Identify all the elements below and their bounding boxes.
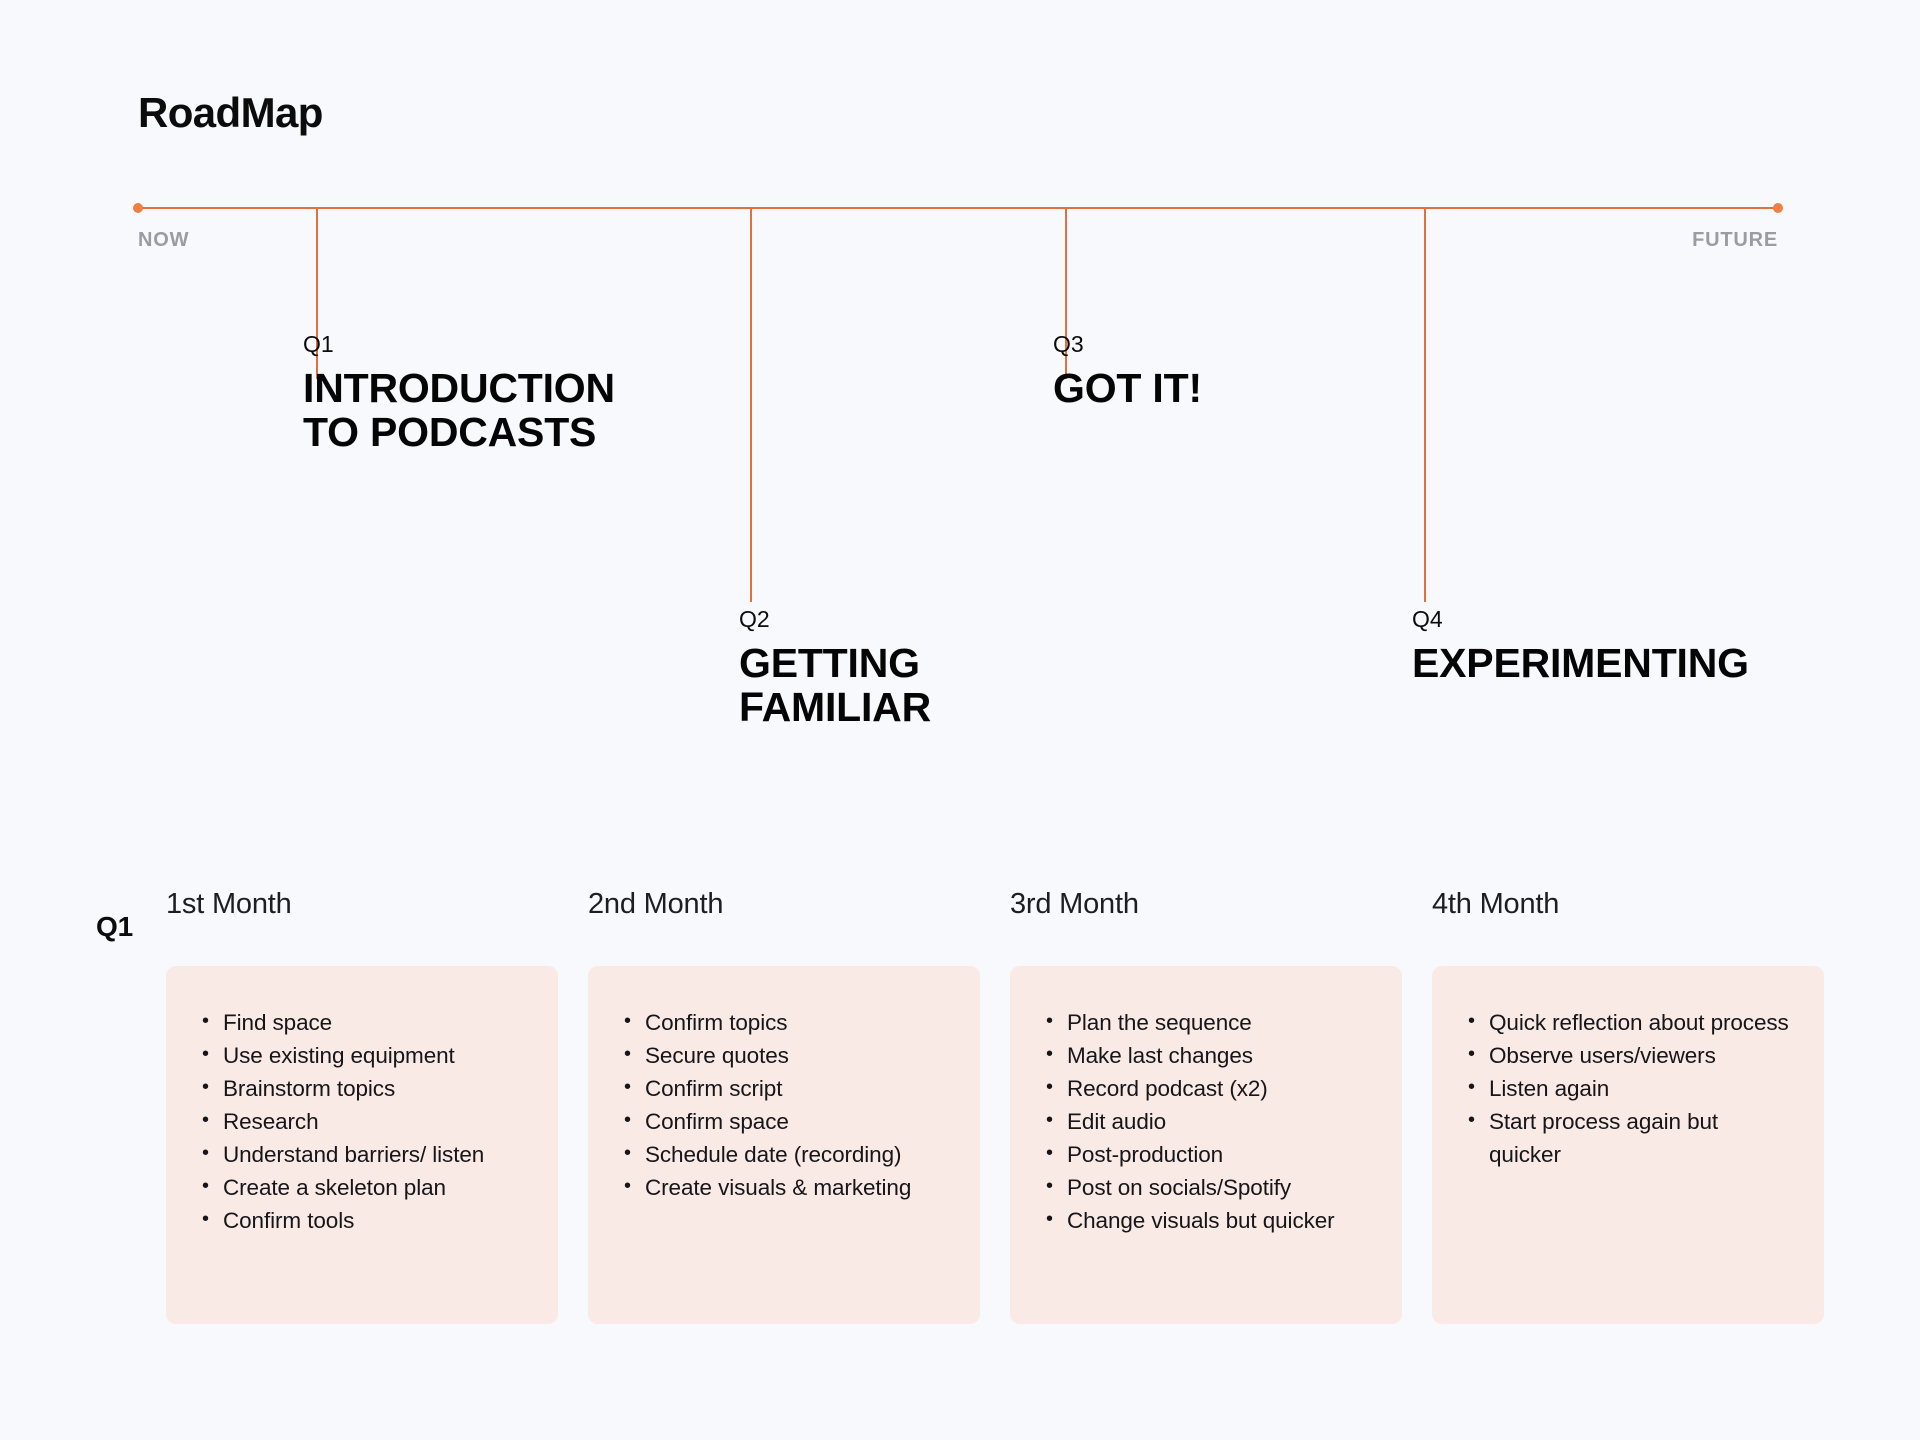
task-item: Use existing equipment <box>200 1038 524 1072</box>
timeline-start-dot <box>133 203 143 213</box>
month-column-2: 2nd Month Confirm topicsSecure quotesCon… <box>588 890 980 1324</box>
milestone-q4[interactable]: Q4 EXPERIMENTING <box>1412 606 1872 687</box>
task-list: Plan the sequenceMake last changesRecord… <box>1044 1005 1368 1237</box>
timeline-future-label: FUTURE <box>1692 229 1778 251</box>
task-list: Find spaceUse existing equipmentBrainsto… <box>200 1005 524 1237</box>
tick-q1 <box>316 207 318 379</box>
task-list: Quick reflection about processObserve us… <box>1466 1005 1790 1171</box>
task-item: Make last changes <box>1044 1038 1368 1072</box>
task-item: Brainstorm topics <box>200 1071 524 1105</box>
timeline-axis: NOW FUTURE <box>133 203 1783 251</box>
task-item: Change visuals but quicker <box>1044 1203 1368 1237</box>
milestone-q4-title: EXPERIMENTING <box>1412 640 1749 687</box>
milestone-q1-title: INTRODUCTION TO PODCASTS <box>303 365 615 455</box>
month-heading: 3rd Month <box>1010 888 1139 920</box>
task-item: Edit audio <box>1044 1104 1368 1138</box>
task-item: Plan the sequence <box>1044 1005 1368 1039</box>
timeline-end-dot <box>1773 203 1783 213</box>
task-item: Secure quotes <box>622 1038 946 1072</box>
task-item: Confirm topics <box>622 1005 946 1039</box>
milestone-q2-label: Q2 <box>739 606 770 632</box>
month-card[interactable]: Confirm topicsSecure quotesConfirm scrip… <box>588 966 980 1324</box>
timeline-line <box>138 207 1778 209</box>
task-item: Observe users/viewers <box>1466 1038 1790 1072</box>
month-heading: 2nd Month <box>588 888 724 920</box>
task-item: Start process again but quicker <box>1466 1104 1790 1171</box>
timeline-now-label: NOW <box>138 229 190 251</box>
task-item: Research <box>200 1104 524 1138</box>
tick-q2 <box>750 207 752 602</box>
task-list: Confirm topicsSecure quotesConfirm scrip… <box>622 1005 946 1204</box>
task-item: Find space <box>200 1005 524 1039</box>
month-column-1: 1st Month Find spaceUse existing equipme… <box>166 890 558 1324</box>
task-item: Record podcast (x2) <box>1044 1071 1368 1105</box>
month-column-3: 3rd Month Plan the sequenceMake last cha… <box>1010 890 1402 1324</box>
month-column-4: 4th Month Quick reflection about process… <box>1432 890 1824 1324</box>
quarter-badge: Q1 <box>96 911 133 942</box>
milestone-q3-label: Q3 <box>1053 331 1084 357</box>
milestone-q3[interactable]: Q3 GOT IT! <box>1053 331 1433 412</box>
task-item: Create visuals & marketing <box>622 1170 946 1204</box>
tick-q3 <box>1065 207 1067 379</box>
milestone-q2-title: GETTING FAMILIAR <box>739 640 931 730</box>
task-item: Confirm script <box>622 1071 946 1105</box>
milestone-q2[interactable]: Q2 GETTING FAMILIAR <box>739 606 1119 730</box>
milestone-q3-title: GOT IT! <box>1053 365 1202 412</box>
milestone-q4-label: Q4 <box>1412 606 1443 632</box>
task-item: Post on socials/Spotify <box>1044 1170 1368 1204</box>
month-card[interactable]: Find spaceUse existing equipmentBrainsto… <box>166 966 558 1324</box>
task-item: Confirm space <box>622 1104 946 1138</box>
task-item: Understand barriers/ listen <box>200 1137 524 1171</box>
task-item: Schedule date (recording) <box>622 1137 946 1171</box>
task-item: Listen again <box>1466 1071 1790 1105</box>
month-grid: 1st Month Find spaceUse existing equipme… <box>166 890 1824 1324</box>
month-heading: 1st Month <box>166 888 292 920</box>
task-item: Confirm tools <box>200 1203 524 1237</box>
milestone-q1-label: Q1 <box>303 331 334 357</box>
tick-q4 <box>1424 207 1426 602</box>
month-card[interactable]: Quick reflection about processObserve us… <box>1432 966 1824 1324</box>
task-item: Quick reflection about process <box>1466 1005 1790 1039</box>
task-item: Post-production <box>1044 1137 1368 1171</box>
milestone-q1[interactable]: Q1 INTRODUCTION TO PODCASTS <box>303 331 723 455</box>
page-title: RoadMap <box>138 89 323 136</box>
task-item: Create a skeleton plan <box>200 1170 524 1204</box>
month-heading: 4th Month <box>1432 888 1560 920</box>
month-card[interactable]: Plan the sequenceMake last changesRecord… <box>1010 966 1402 1324</box>
